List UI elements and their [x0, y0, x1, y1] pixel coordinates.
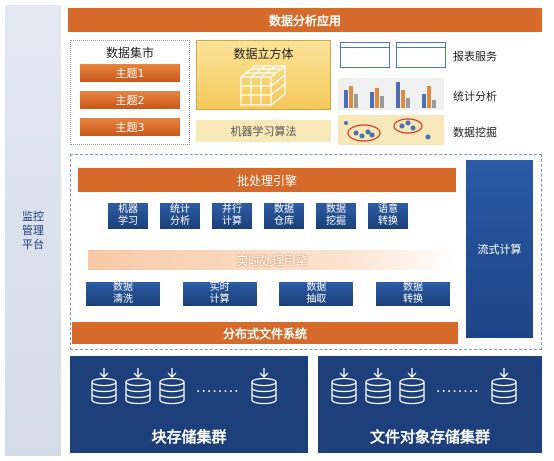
report-window-icon-2	[396, 42, 446, 68]
batch-item-parallel[interactable]: 并行 计算	[212, 203, 252, 229]
batch-engine-bar: 批处理引擎	[78, 168, 456, 192]
object-storage-cluster[interactable]: ........ 文件对象存储集群	[318, 356, 542, 453]
report-service-label[interactable]: 报表服务	[453, 50, 497, 63]
database-icon	[250, 368, 277, 405]
database-icon	[91, 368, 117, 405]
bar-chart-icon	[338, 78, 444, 110]
theme-1[interactable]: 主题1	[80, 64, 180, 82]
data-cube-box[interactable]: 数据立方体	[196, 40, 331, 110]
block-storage-icons: ........	[90, 368, 288, 406]
stats-analysis-label[interactable]: 统计分析	[453, 90, 497, 103]
database-icon	[399, 368, 425, 405]
realtime-item-extract[interactable]: 数据 抽取	[279, 282, 354, 306]
ml-algorithm-box[interactable]: 机器学习算法	[196, 120, 331, 142]
batch-item-warehouse[interactable]: 数据 仓库	[264, 203, 304, 229]
batch-items: 机器 学习 统计 分析 并行 计算 数据 仓库 数据 挖掘 语意 转换	[108, 203, 408, 229]
realtime-engine-title: 实时处理引擎	[235, 253, 308, 268]
data-analysis-header: 数据分析应用	[68, 8, 542, 32]
block-storage-ellipsis: ........	[196, 380, 240, 396]
monitor-platform-bar: 监控 管理 平台	[5, 5, 61, 456]
realtime-engine-bar: 实时处理引擎	[88, 250, 456, 270]
dfs-label: 分布式文件系统	[222, 326, 307, 341]
batch-item-semantic[interactable]: 语意 转换	[368, 203, 408, 229]
object-storage-icons: ........	[330, 368, 530, 406]
realtime-items: 数据 清洗 实时 计算 数据 抽取 数据 转换	[86, 282, 450, 306]
stream-computing-box[interactable]: 流式计算	[466, 160, 533, 338]
realtime-item-cleaning[interactable]: 数据 清洗	[86, 282, 160, 306]
realtime-item-compute[interactable]: 实时 计算	[182, 282, 257, 306]
theme-3[interactable]: 主题3	[80, 118, 180, 136]
object-storage-title: 文件对象存储集群	[369, 428, 490, 446]
database-icon	[125, 368, 151, 405]
batch-item-ml[interactable]: 机器 学习	[108, 203, 148, 229]
scatter-cluster-icon	[338, 115, 444, 145]
datamart-title: 数据集市	[105, 46, 154, 60]
database-icon	[331, 368, 357, 405]
database-icon	[159, 368, 185, 405]
data-cube-title: 数据立方体	[233, 47, 294, 61]
dfs-bar: 分布式文件系统	[72, 322, 458, 344]
database-icon	[365, 368, 391, 405]
object-storage-ellipsis: ........	[436, 380, 480, 396]
processing-area	[70, 154, 542, 350]
realtime-item-transform[interactable]: 数据 转换	[375, 282, 450, 306]
data-analysis-title: 数据分析应用	[268, 13, 341, 28]
datamart-box	[70, 40, 190, 145]
block-storage-cluster[interactable]: ........ 块存储集群	[70, 356, 308, 453]
batch-item-mining[interactable]: 数据 挖掘	[316, 203, 356, 229]
monitor-platform-label: 监控 管理 平台	[22, 209, 44, 251]
batch-engine-title: 批处理引擎	[236, 173, 297, 188]
data-mining-label[interactable]: 数据挖掘	[453, 126, 497, 139]
block-storage-title: 块存储集群	[151, 428, 227, 446]
database-icon	[490, 368, 517, 405]
batch-item-stats[interactable]: 统计 分析	[160, 203, 200, 229]
report-window-icon-1	[340, 42, 390, 68]
theme-2[interactable]: 主题2	[80, 91, 180, 109]
cube-icon	[240, 65, 287, 106]
